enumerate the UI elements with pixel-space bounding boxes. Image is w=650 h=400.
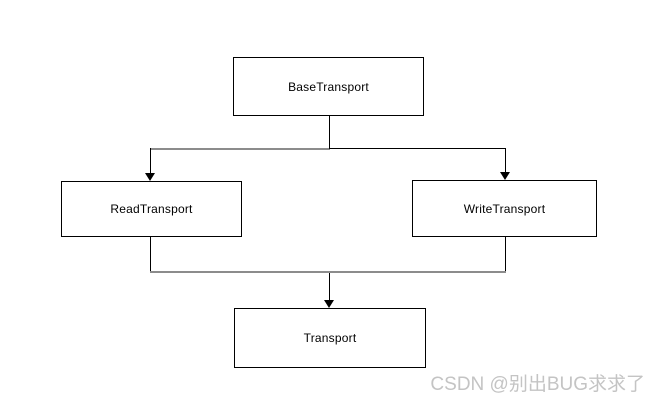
edge-drop-into-write [505, 148, 506, 172]
arrowhead-into-write-icon [500, 172, 510, 180]
node-write-transport: WriteTransport [412, 180, 597, 237]
edge-branch-to-write [329, 148, 506, 149]
node-transport: Transport [234, 308, 426, 368]
edge-write-stem [505, 237, 506, 271]
edge-drop-into-read [150, 148, 151, 173]
node-write-transport-label: WriteTransport [463, 201, 546, 216]
node-base-transport: BaseTransport [233, 57, 424, 116]
arrowhead-into-transport-icon [324, 300, 334, 308]
csdn-watermark: CSDN @别出BUG求求了 [430, 374, 645, 395]
edge-merge-line [150, 271, 506, 273]
edge-base-stem [329, 116, 330, 149]
arrowhead-into-read-icon [145, 173, 155, 181]
node-read-transport: ReadTransport [61, 181, 242, 237]
edge-drop-into-transport [329, 273, 330, 300]
node-transport-label: Transport [303, 331, 357, 345]
edge-branch-to-read [150, 148, 330, 150]
edge-read-stem [150, 237, 151, 271]
node-read-transport-label: ReadTransport [110, 202, 193, 216]
node-base-transport-label: BaseTransport [288, 79, 369, 94]
